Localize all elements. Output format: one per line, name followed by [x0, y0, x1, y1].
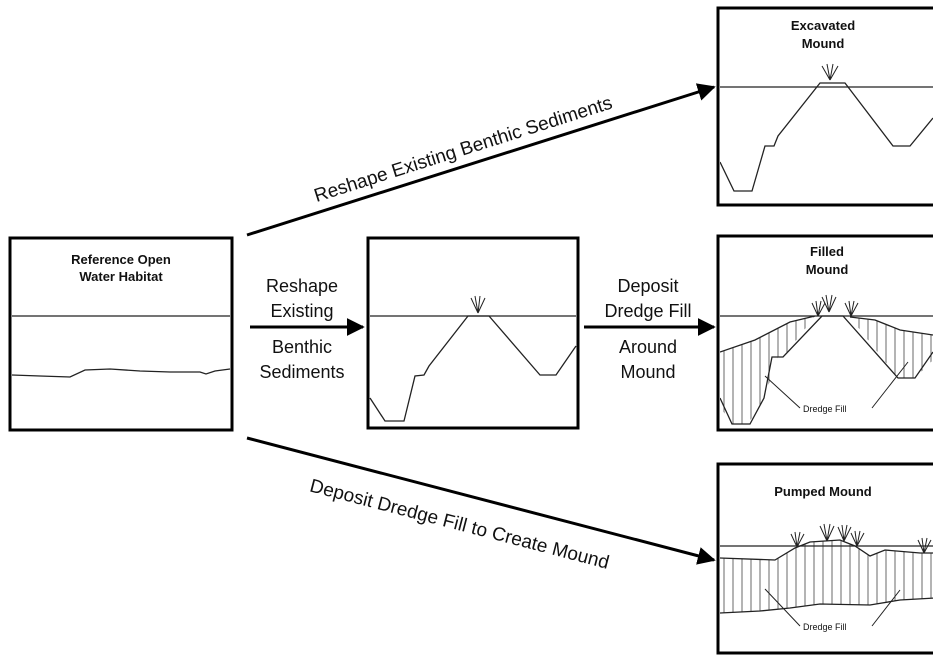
mid-left-line1: Reshape	[266, 276, 338, 296]
reference-title-line1: Reference Open	[71, 252, 171, 267]
bottom-profile	[720, 597, 933, 614]
bottom-profile	[11, 368, 231, 378]
label-mid-right: Deposit Dredge Fill Around Mound	[604, 276, 691, 382]
fill-surface	[720, 315, 933, 353]
arrow-to-excavated	[246, 83, 716, 237]
reshaped-mound-box	[366, 236, 580, 430]
label-bottom-arrow: Deposit Dredge Fill to Create Mound	[308, 476, 612, 574]
mound-profile	[369, 315, 577, 422]
vegetation-icon	[821, 63, 839, 81]
pumped-fill-label: Dredge Fill	[803, 622, 847, 632]
mound-profile	[720, 315, 933, 425]
excavated-mound-box: Excavated Mound	[716, 6, 933, 207]
filled-fill-label: Dredge Fill	[803, 404, 847, 414]
arrow-to-pumped	[246, 436, 716, 565]
mid-left-line4: Sediments	[259, 362, 344, 382]
mid-left-line2: Existing	[270, 301, 333, 321]
vegetation-icon	[470, 295, 486, 314]
mound-profile	[720, 82, 933, 192]
reference-box: Reference Open Water Habitat	[8, 236, 234, 432]
excavated-title-line1: Excavated	[791, 18, 855, 33]
leader-lines	[764, 361, 909, 409]
mid-right-line4: Mound	[620, 362, 675, 382]
pumped-mound-box: Pumped Mound Dredge Fill	[716, 462, 933, 655]
leader-lines	[764, 588, 901, 627]
label-mid-left: Reshape Existing Benthic Sediments	[259, 276, 344, 382]
vegetation-icon	[811, 294, 859, 317]
mid-right-line1: Deposit	[617, 276, 678, 296]
mid-left-line3: Benthic	[272, 337, 332, 357]
pumped-title: Pumped Mound	[774, 484, 872, 499]
excavated-title-line2: Mound	[802, 36, 845, 51]
vegetation-icon	[790, 523, 932, 554]
label-top-arrow: Reshape Existing Benthic Sediments	[312, 93, 615, 207]
mid-right-line3: Around	[619, 337, 677, 357]
reference-title-line2: Water Habitat	[79, 269, 163, 284]
filled-mound-box: Filled Mound Dredge Fill	[716, 234, 933, 432]
dredge-fill-left	[720, 316, 815, 424]
filled-title-line2: Mound	[806, 262, 849, 277]
filled-title-line1: Filled	[810, 244, 844, 259]
fill-surface	[720, 539, 933, 561]
dredge-fill	[720, 540, 933, 613]
mid-right-line2: Dredge Fill	[604, 301, 691, 321]
